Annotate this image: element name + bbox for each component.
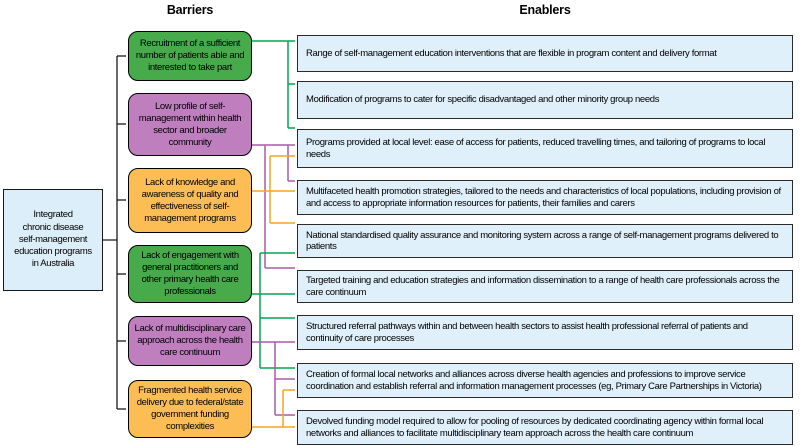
barrier-box-lack-engagement: Lack of engagement with general practiti… <box>128 245 252 303</box>
barrier-box-lack-knowledge: Lack of knowledge and awareness of quali… <box>128 168 252 233</box>
barrier-box-recruitment: Recruitment of a sufficient number of pa… <box>128 31 252 81</box>
barrier-label: Low profile of self-management within he… <box>138 100 242 148</box>
enabler-label: Creation of formal local networks and al… <box>306 369 762 392</box>
enabler-label: Targeted training and education strategi… <box>306 275 780 298</box>
barriers-column-header: Barriers <box>166 3 214 17</box>
root-program-label: Integrated chronic disease self-manageme… <box>14 209 92 270</box>
root-to-barriers-links <box>103 55 126 410</box>
barrier-box-multidisciplinary: Lack of multidisciplinary care approach … <box>128 316 252 366</box>
enabler-box-health-promotion: Multifaceted health promotion strategies… <box>297 180 793 215</box>
enabler-box-devolved-funding: Devolved funding model required to allow… <box>297 410 793 445</box>
enabler-box-referral-pathways: Structured referral pathways within and … <box>297 315 793 350</box>
barrier-2-links <box>252 144 295 269</box>
enabler-box-local-networks: Creation of formal local networks and al… <box>297 363 793 398</box>
root-line: Integrated <box>33 209 73 221</box>
barrier-label: Lack of engagement with general practiti… <box>141 250 239 297</box>
root-line: education programs <box>14 246 92 258</box>
root-line: chronic disease <box>22 221 84 233</box>
enablers-column-header: Enablers <box>519 3 571 17</box>
barrier-6-links <box>252 389 295 428</box>
enabler-label: Programs provided at local level: ease o… <box>306 137 766 160</box>
enabler-box-local-programs: Programs provided at local level: ease o… <box>297 129 793 168</box>
barrier-1-links <box>252 40 295 129</box>
enabler-box-modification: Modification of programs to cater for sp… <box>297 81 793 119</box>
root-line: self-management <box>18 233 88 245</box>
barrier-3-links <box>252 155 295 224</box>
barrier-label: Lack of multidisciplinary care approach … <box>134 323 246 358</box>
enabler-label: Range of self-management education inter… <box>306 47 717 59</box>
barrier-5-links <box>252 341 295 416</box>
barrier-label: Recruitment of a sufficient number of pa… <box>135 38 245 73</box>
enabler-label: Structured referral pathways within and … <box>306 321 748 344</box>
root-line: in Australia <box>31 258 75 270</box>
enabler-label: Multifaceted health promotion strategies… <box>306 186 781 209</box>
enabler-box-range-of-programs: Range of self-management education inter… <box>297 35 793 72</box>
enabler-box-targeted-training: Targeted training and education strategi… <box>297 270 793 303</box>
enabler-label: Modification of programs to cater for sp… <box>306 94 660 106</box>
barrier-label: Fragmented health service delivery due t… <box>136 385 244 432</box>
enabler-label: Devolved funding model required to allow… <box>306 416 764 439</box>
enabler-label: National standardised quality assurance … <box>306 229 779 253</box>
barrier-box-fragmented: Fragmented health service delivery due t… <box>128 380 252 438</box>
root-program-box: Integrated chronic disease self-manageme… <box>3 189 103 291</box>
barrier-label: Lack of knowledge and awareness of quali… <box>141 176 239 224</box>
barrier-box-low-profile: Low profile of self-management within he… <box>128 93 252 156</box>
barrier-4-links <box>252 252 295 369</box>
enabler-box-quality-assurance: National standardised quality assurance … <box>297 224 793 258</box>
